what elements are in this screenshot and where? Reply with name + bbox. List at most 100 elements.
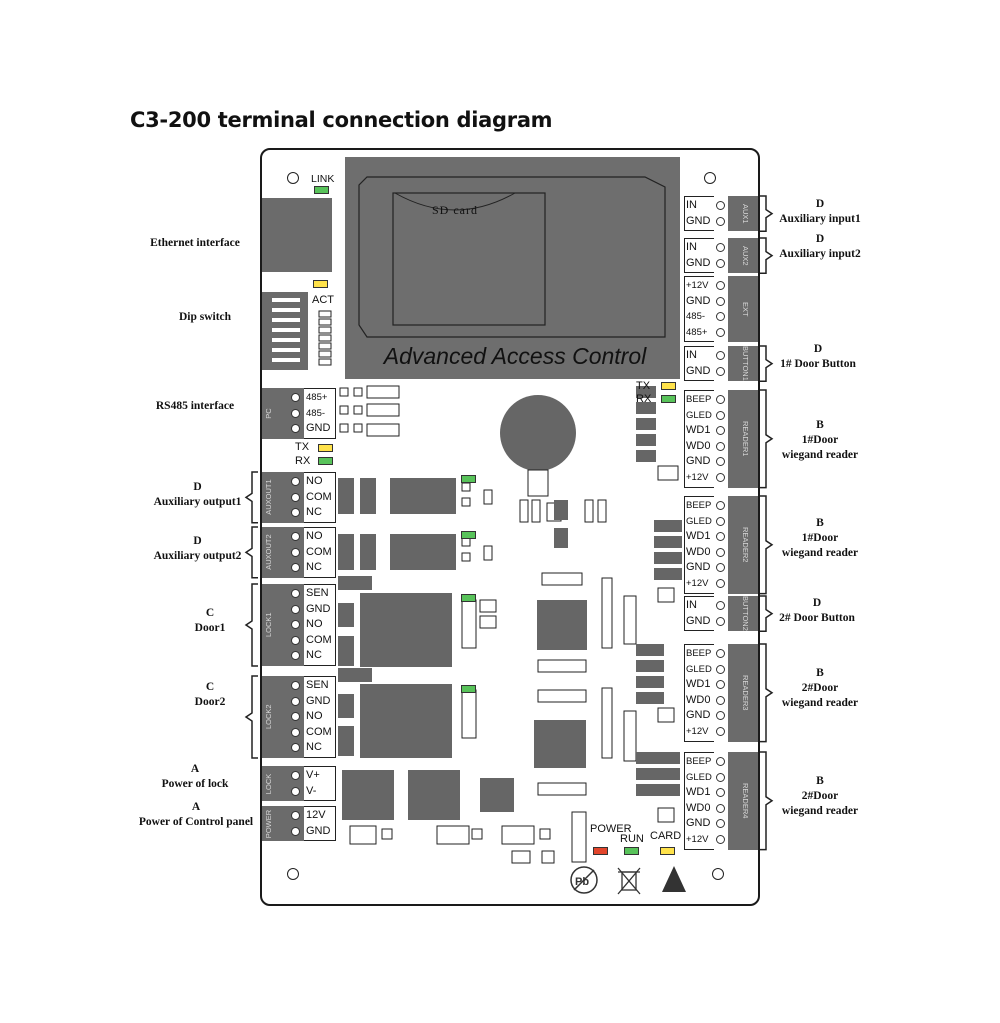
pin-label: GND — [306, 602, 331, 615]
pin-label: NC — [306, 741, 322, 754]
screw-terminal-icon[interactable] — [716, 727, 725, 736]
screw-terminal-icon[interactable] — [716, 680, 725, 690]
screw-terminal-icon[interactable] — [291, 508, 300, 518]
screw-terminal-icon[interactable] — [291, 604, 300, 614]
screw-terminal-icon[interactable] — [716, 757, 725, 766]
screw-terminal-icon[interactable] — [716, 281, 725, 290]
screw-terminal-icon[interactable] — [716, 395, 725, 404]
screw-terminal-icon[interactable] — [291, 408, 300, 418]
screw-terminal-icon[interactable] — [291, 811, 300, 820]
screw-terminal-icon[interactable] — [716, 327, 725, 337]
connector-pin-area — [304, 388, 336, 439]
pin-label: NC — [306, 561, 322, 574]
reader-rx-led-label: RX — [636, 393, 652, 405]
mounting-hole-icon — [287, 868, 299, 880]
screw-terminal-icon[interactable] — [291, 786, 300, 796]
screw-terminal-icon[interactable] — [291, 771, 300, 780]
screw-terminal-icon[interactable] — [716, 258, 725, 268]
screw-terminal-icon[interactable] — [716, 201, 725, 210]
ethernet-port[interactable] — [262, 198, 332, 272]
screw-terminal-icon[interactable] — [291, 547, 300, 557]
label-line: wiegand reader — [781, 547, 859, 559]
screw-terminal-icon[interactable] — [716, 803, 725, 813]
relay-led — [461, 531, 476, 539]
screw-terminal-icon[interactable] — [716, 473, 725, 482]
screw-terminal-icon[interactable] — [291, 712, 300, 722]
screw-terminal-icon[interactable] — [716, 351, 725, 360]
screw-terminal-icon[interactable] — [716, 426, 725, 436]
screw-terminal-icon[interactable] — [716, 711, 725, 721]
screw-terminal-icon[interactable] — [716, 772, 725, 782]
screw-terminal-icon[interactable] — [291, 563, 300, 573]
screw-terminal-icon[interactable] — [291, 532, 300, 541]
connector-side-label: AUX2 — [741, 245, 750, 266]
screw-terminal-icon[interactable] — [291, 393, 300, 402]
connector-button1 — [728, 346, 758, 382]
screw-terminal-icon[interactable] — [291, 477, 300, 486]
bracket-line — [760, 595, 774, 632]
screw-terminal-icon[interactable] — [716, 835, 725, 844]
screw-terminal-icon[interactable] — [716, 563, 725, 573]
connector-pin-area — [684, 346, 714, 382]
label-line: D — [812, 597, 822, 609]
relay-led — [461, 475, 476, 483]
connector-pin-area — [304, 806, 336, 842]
screw-terminal-icon[interactable] — [716, 243, 725, 252]
run-led — [624, 847, 639, 855]
screw-terminal-icon[interactable] — [291, 651, 300, 661]
label-line: A — [191, 801, 201, 813]
screw-terminal-icon[interactable] — [291, 620, 300, 630]
connector-button2 — [728, 596, 758, 632]
screw-terminal-icon[interactable] — [716, 441, 725, 451]
label-line: Auxiliary input1 — [779, 213, 861, 225]
connector-side-label: BUTTON1 — [741, 346, 750, 382]
connector-reader2 — [728, 496, 758, 594]
screw-terminal-icon[interactable] — [291, 696, 300, 706]
screw-terminal-icon[interactable] — [716, 366, 725, 376]
relay-led — [461, 594, 476, 602]
relay-led — [461, 685, 476, 693]
label-dip: Dip switch — [160, 310, 250, 325]
screw-terminal-icon[interactable] — [291, 635, 300, 645]
reader-rx-led — [661, 395, 676, 403]
screw-terminal-icon[interactable] — [716, 579, 725, 588]
label-line: D — [815, 233, 825, 245]
label-rs485: RS485 interface — [140, 399, 250, 414]
screw-terminal-icon[interactable] — [291, 727, 300, 737]
screw-terminal-icon[interactable] — [716, 296, 725, 306]
screw-terminal-icon[interactable] — [716, 616, 725, 626]
screw-terminal-icon[interactable] — [716, 664, 725, 674]
screw-terminal-icon[interactable] — [291, 424, 300, 434]
screw-terminal-icon[interactable] — [716, 532, 725, 542]
screw-terminal-icon[interactable] — [716, 547, 725, 557]
screw-terminal-icon[interactable] — [716, 695, 725, 705]
connector-pin-area — [684, 196, 714, 232]
resistor-array — [318, 310, 332, 366]
pin-label: GLED — [686, 515, 712, 527]
label-line: 2#Door — [801, 790, 839, 802]
screw-terminal-icon[interactable] — [291, 681, 300, 690]
pin-label: WD0 — [686, 801, 711, 814]
screw-terminal-icon[interactable] — [291, 589, 300, 598]
connector-pin-area — [684, 752, 714, 850]
label-line: D — [193, 481, 202, 493]
screw-terminal-icon[interactable] — [716, 649, 725, 658]
pin-label: COM — [306, 725, 332, 738]
pin-label: GND — [306, 422, 331, 435]
screw-terminal-icon[interactable] — [716, 601, 725, 610]
screw-terminal-icon[interactable] — [716, 410, 725, 420]
screw-terminal-icon[interactable] — [716, 216, 725, 226]
screw-terminal-icon[interactable] — [716, 819, 725, 829]
screw-terminal-icon[interactable] — [716, 312, 725, 322]
screw-terminal-icon[interactable] — [291, 743, 300, 753]
screw-terminal-icon[interactable] — [291, 492, 300, 502]
screw-terminal-icon[interactable] — [716, 501, 725, 510]
label-line: C — [205, 607, 215, 619]
connector-side-label: READER2 — [741, 527, 750, 563]
screw-terminal-icon[interactable] — [716, 457, 725, 467]
connector-pin-area — [304, 584, 336, 666]
screw-terminal-icon[interactable] — [716, 516, 725, 526]
pin-label: 485- — [686, 311, 706, 323]
screw-terminal-icon[interactable] — [716, 788, 725, 798]
screw-terminal-icon[interactable] — [291, 826, 300, 836]
